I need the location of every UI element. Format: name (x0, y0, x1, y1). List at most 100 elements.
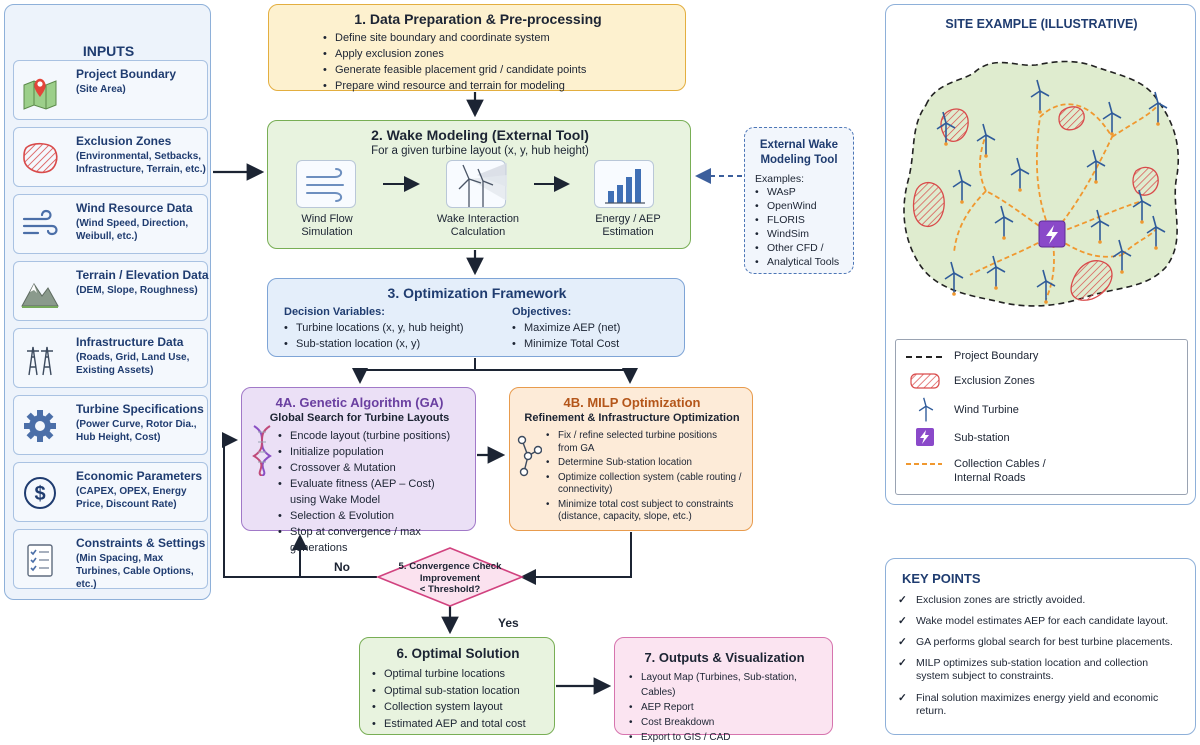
input-title: Project Boundary (76, 67, 177, 81)
input-title: Turbine Specifications (76, 402, 204, 416)
input-subtitle: (Site Area) (76, 84, 126, 95)
step3-optimization-framework: 3. Optimization Framework Decision Varia… (267, 278, 685, 357)
step6-optimal-solution: 6. Optimal Solution Optimal turbine loca… (359, 637, 555, 735)
kp-line: system subject to constraints. (916, 670, 1054, 682)
site-example-panel: SITE EXAMPLE (ILLUSTRATIVE) (885, 4, 1196, 505)
input-title: Infrastructure Data (76, 335, 184, 349)
output-item: AEP Report (629, 700, 832, 715)
step2-title: 2. Wake Modeling (External Tool) (371, 127, 589, 143)
ga-step-line: using Wake Model (290, 494, 381, 506)
ga-step: Stop at convergence / max generations (278, 524, 474, 556)
external-wake-tool-box: External Wake Modeling Tool Examples: WA… (744, 127, 854, 274)
input-constraints: Constraints & Settings (Min Spacing, Max… (13, 529, 208, 590)
milp-step: Fix / refine selected turbine positionsf… (546, 430, 752, 455)
milp-step: Minimize total cost subject to constrain… (546, 499, 752, 524)
legend-cables: Collection Cables / Internal Roads (954, 457, 1046, 485)
check-line: 5. Convergence Check (398, 561, 502, 572)
input-turbine-specs: Turbine Specifications (Power Curve, Rot… (13, 395, 208, 455)
input-project-boundary: Project Boundary (Site Area) (13, 60, 208, 120)
ga-step: Crossover & Mutation (278, 460, 474, 476)
stage-line: Estimation (602, 226, 654, 238)
substation-legend-icon (916, 428, 934, 446)
step3-title: 3. Optimization Framework (387, 285, 567, 301)
input-economic: $ Economic Parameters (CAPEX, OPEX, Ener… (13, 462, 208, 522)
examples-label: Examples: (755, 173, 805, 185)
kp-line: MILP optimizes sub-station location and … (916, 657, 1149, 669)
check-icon: ✓ (898, 636, 907, 648)
step1-title: 1. Data Preparation & Pre-processing (354, 11, 602, 27)
cable-legend-line (906, 463, 942, 465)
wind-icon (22, 209, 58, 236)
stage-arrows (383, 176, 570, 192)
key-point-text: Final solution maximizes energy yield an… (898, 692, 1188, 718)
example-item: WindSim (755, 227, 839, 241)
legend-boundary: Project Boundary (954, 350, 1039, 362)
input-title: Exclusion Zones (76, 134, 172, 148)
key-point-text: MILP optimizes sub-station location and … (898, 657, 1188, 683)
step1-data-preparation: 1. Data Preparation & Pre-processing Def… (268, 4, 686, 94)
example-item-cont: Analytical Tools (755, 255, 839, 269)
gear-icon (24, 410, 56, 442)
check-icon: ✓ (898, 615, 907, 627)
site-map (903, 60, 1179, 307)
input-subtitle: (Roads, Grid, Land Use, Existing Assets) (76, 352, 190, 376)
decision-var: Sub-station location (x, y) (284, 336, 464, 352)
site-legend: Project Boundary Exclusion Zones Wind Tu… (895, 339, 1188, 495)
step1-bullet: Prepare wind resource and terrain for mo… (323, 78, 586, 94)
key-point: ✓MILP optimizes sub-station location and… (898, 657, 1188, 683)
inputs-panel: INPUTS Project Boundary (Site Area) Excl… (4, 4, 211, 600)
turbine-wake-icon (458, 163, 507, 207)
output-item: Layout Map (Turbines, Sub-station, Cable… (629, 670, 832, 700)
check-icon: ✓ (898, 692, 907, 704)
input-subtitle: (Power Curve, Rotor Dia., Hub Height, Co… (76, 419, 197, 443)
step2-subtitle: For a given turbine layout (x, y, hub he… (371, 145, 589, 157)
legend-exclusion: Exclusion Zones (954, 375, 1035, 387)
energy-aep-box (594, 160, 654, 208)
example-item: FLORIS (755, 213, 839, 227)
project-boundary-shape (903, 60, 1179, 307)
wake-interaction-label: Wake Interaction Calculation (418, 213, 538, 239)
input-subtitle: (DEM, Slope, Roughness) (76, 285, 198, 296)
kp-line: Final solution maximizes energy yield an… (916, 692, 1159, 704)
check-line: < Threshold? (419, 584, 481, 595)
milp-line: Determine Sub-station location (558, 457, 692, 468)
milp-line: Optimize collection system (cable routin… (558, 471, 742, 483)
step1-bullets: Define site boundary and coordinate syst… (323, 30, 586, 94)
exclusion-zone (940, 108, 969, 142)
map-pin-icon (23, 78, 57, 110)
solution-item: Optimal turbine locations (372, 666, 526, 683)
step7-bullets: Layout Map (Turbines, Sub-station, Cable… (629, 670, 832, 745)
step4a-bullets: Encode layout (turbine positions) Initia… (278, 428, 474, 556)
example-item: OpenWind (755, 199, 839, 213)
input-exclusion-zones: Exclusion Zones (Environmental, Setbacks… (13, 127, 208, 187)
legend-cables-line: Collection Cables / (954, 458, 1046, 470)
ga-step: Encode layout (turbine positions) (278, 428, 474, 444)
exclusion-zone (912, 181, 945, 227)
stage-line: Simulation (301, 226, 353, 238)
milp-line: Minimize total cost subject to constrain… (558, 498, 734, 510)
wake-interaction-box (446, 160, 507, 208)
solution-item: Optimal sub-station location (372, 683, 526, 700)
input-subtitle: (Wind Speed, Direction, Weibull, etc.) (76, 218, 189, 242)
site-example-title: SITE EXAMPLE (ILLUSTRATIVE) (945, 17, 1138, 31)
exclusion-zone (1058, 106, 1085, 131)
key-point-text: Exclusion zones are strictly avoided. (916, 594, 1086, 606)
yes-label: Yes (498, 616, 519, 630)
step4b-bullets: Fix / refine selected turbine positionsf… (546, 430, 752, 524)
step4a-subtitle: Global Search for Turbine Layouts (269, 412, 450, 424)
step6-bullets: Optimal turbine locations Optimal sub-st… (372, 666, 526, 732)
step4a-title: 4A. Genetic Algorithm (GA) (275, 395, 444, 410)
hatched-zone-icon (23, 142, 58, 174)
wind-flow-label: Wind Flow Simulation (282, 213, 372, 239)
key-point-text: GA performs global search for best turbi… (916, 636, 1173, 648)
solution-item: Estimated AEP and total cost (372, 716, 526, 733)
ga-step: Evaluate fitness (AEP – Cost)using Wake … (278, 476, 474, 508)
objectives-list: Maximize AEP (net) Minimize Total Cost (512, 320, 620, 352)
title-line: External Wake (759, 139, 839, 151)
inputs-title: INPUTS (82, 43, 135, 59)
step4b-milp-optimization: 4B. MILP Optimization Refinement & Infra… (509, 387, 753, 531)
legend-substation: Sub-station (954, 432, 1010, 444)
key-point: ✓Exclusion zones are strictly avoided. (898, 594, 1188, 607)
energy-aep-label: Energy / AEP Estimation (578, 213, 678, 239)
